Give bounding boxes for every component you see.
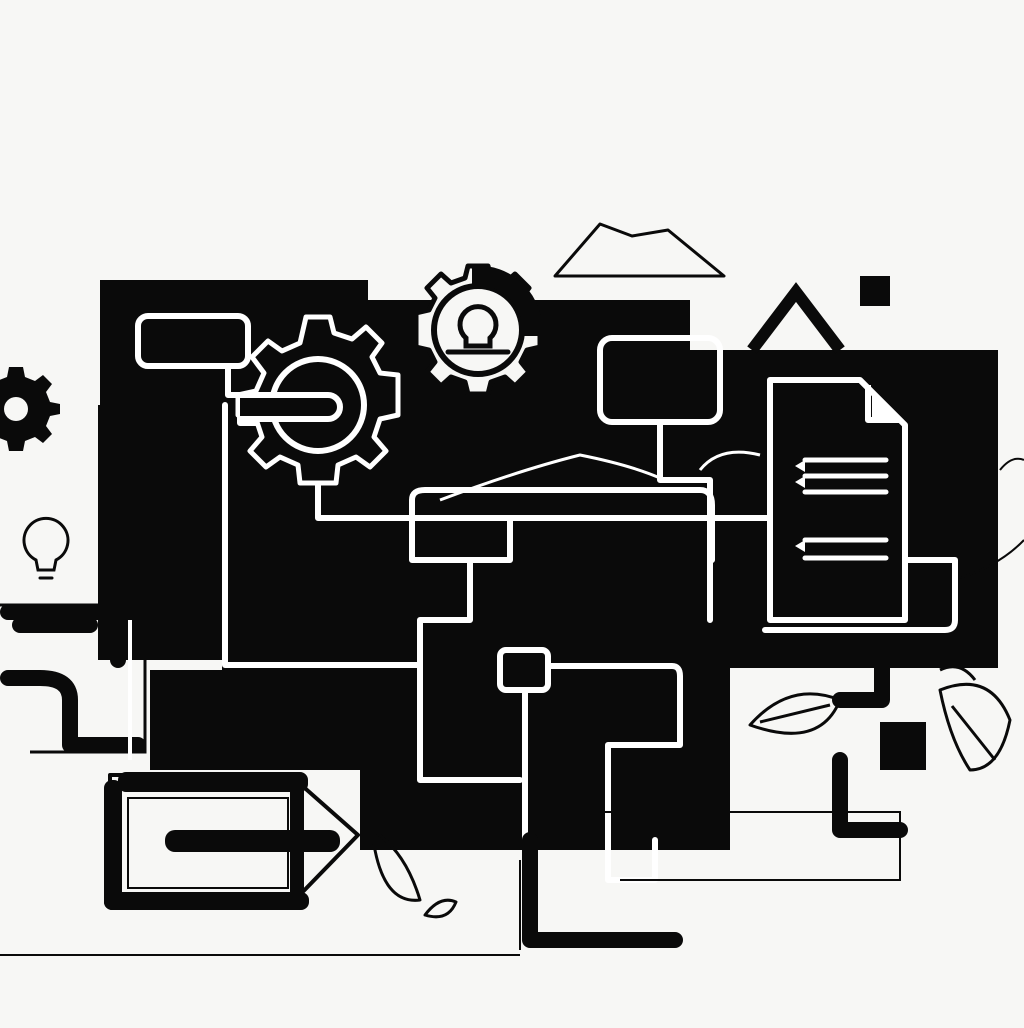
connector-bottom-small-right (545, 663, 683, 883)
connector-upper-loop (409, 487, 715, 563)
node-box-top-left (135, 313, 251, 369)
gear-icon (235, 314, 401, 486)
connector-left-vertical (222, 402, 423, 668)
panel-wave (439, 453, 661, 502)
thin-lines (0, 457, 1024, 956)
lightbulb-icon (445, 304, 511, 355)
gear-icon (413, 263, 543, 397)
bracket-lower (0, 670, 146, 753)
panel-small-tab (540, 300, 690, 340)
bracket-bottom-center (522, 832, 683, 948)
bracket-outline (0, 603, 147, 754)
triangle-mark (747, 282, 845, 354)
node-center (409, 517, 513, 563)
document-icon (767, 377, 908, 623)
bottom-left-card (104, 772, 360, 910)
left-brackets (0, 604, 146, 753)
bracket-right-hook (832, 652, 890, 708)
lightbulb-icon (22, 516, 70, 580)
panel-wave-right (698, 450, 761, 471)
bracket-upper (0, 604, 126, 668)
connector-document-out (762, 515, 958, 633)
gear-icon (0, 367, 60, 451)
bottom-brackets (522, 652, 908, 948)
bracket-bottom-right (832, 752, 908, 838)
connector-main-horizontal (315, 477, 885, 521)
leaf-icon (370, 665, 1012, 919)
square-mark-right (880, 722, 926, 770)
connector-center-down (417, 557, 523, 783)
square-mark-top (860, 276, 890, 306)
mountain-icon (553, 222, 726, 278)
bottom-thin-frame (519, 811, 901, 950)
